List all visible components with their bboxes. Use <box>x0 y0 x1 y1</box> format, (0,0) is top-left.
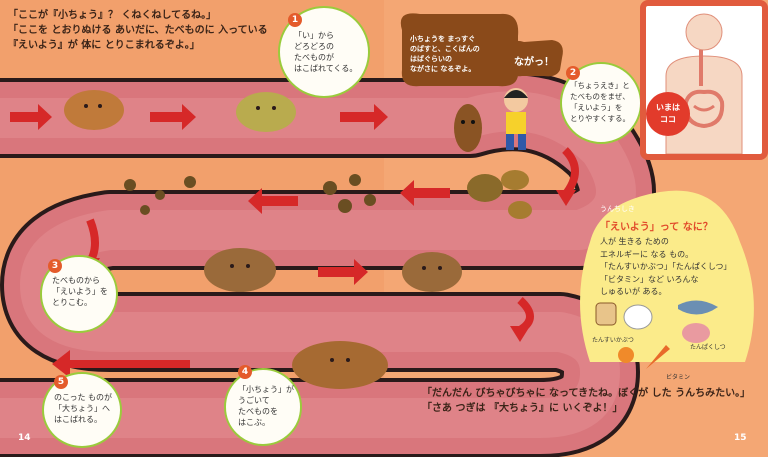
step-1-number: 1 <box>288 13 302 27</box>
arrow-down-icon <box>556 190 576 206</box>
food-blob-3 <box>467 174 503 202</box>
arrow-left-icon <box>400 180 450 206</box>
carrot-icon <box>646 345 670 369</box>
step-4-bubble: 「小ちょう」が うごいて たべものを はこぶ。 <box>224 368 302 446</box>
boy-character <box>504 88 528 150</box>
intro-line-1: 「ここが『小ちょう』？ くねくねしてるね。」 <box>8 10 217 21</box>
food-label-protein: たんぱくしつ <box>690 344 726 351</box>
bottom-dialogue: 「だんだん びちゃびちゃに なってきたね。ぼくが した うんちみたい。」 「さあ… <box>422 388 751 414</box>
bread-icon <box>595 302 617 326</box>
fish-icon <box>678 300 718 315</box>
info-body: 人が 生きる ための エネルギーに なる もの。 「たんすいかぶつ」「たんぱくし… <box>600 237 732 296</box>
food-blob-6 <box>292 341 388 389</box>
body-outline-icon <box>665 13 743 155</box>
food-blob-1 <box>64 90 124 130</box>
step-5-number: 5 <box>54 375 68 389</box>
arrow-right-icon <box>340 104 388 130</box>
food-blob-5 <box>402 252 462 292</box>
orange-icon <box>618 347 634 363</box>
arrow-right-icon <box>318 259 368 285</box>
food-illustrations <box>595 300 718 369</box>
arrow-right-icon <box>150 104 196 130</box>
step-2-number: 2 <box>566 66 580 80</box>
info-tag: うんちしき <box>600 205 635 213</box>
arrow-down-icon <box>510 326 530 342</box>
you-are-here-badge: いまは ココ <box>646 92 690 136</box>
food-label-vitamin: ビタミン <box>666 374 691 381</box>
page-number-right: 15 <box>734 433 747 443</box>
poop-character <box>454 104 482 152</box>
step-4-number: 4 <box>238 365 252 379</box>
step-3-number: 3 <box>48 259 62 273</box>
arrow-left-icon <box>52 350 190 378</box>
arrow-left-icon <box>248 188 298 214</box>
boy-speech-text: ながっ！ <box>514 57 554 68</box>
food-blob-2 <box>236 92 296 132</box>
arrow-right-icon <box>10 104 52 130</box>
flow-arrows <box>10 104 579 378</box>
poop-speech-text: 小ちょうを まっすぐ のばすと、こくばんの はばぐらいの ながさに なるぞよ。 <box>410 35 480 73</box>
food-label-carbs: たんすいかぶつ <box>592 337 634 344</box>
speech-bubble-poop <box>400 13 519 87</box>
intro-line-2: 「ここを とおりぬける あいだに、たべものに 入っている <box>8 25 268 36</box>
body-inset: いまは ココ <box>640 0 768 160</box>
speech-bubble-boy <box>508 40 563 77</box>
intro-line-3: 『えいよう』が 体に とりこまれるぞよ。」 <box>8 40 200 51</box>
food-blobs <box>64 90 532 389</box>
step-2-bubble: 「ちょうえき」と たべものをまぜ、 「えいよう」を とりやすくする。 <box>560 62 642 144</box>
intro-dialogue: 「ここが『小ちょう』？ くねくねしてるね。」 「ここを とおりぬける あいだに、… <box>8 8 308 53</box>
rice-icon <box>623 304 653 330</box>
step-1-bubble: 「い」から どろどろの たべものが はこばれてくる。 <box>278 6 370 98</box>
step-5-bubble: のこった ものが 「大ちょう」へ はこばれる。 <box>42 372 122 448</box>
meat-icon <box>682 323 710 343</box>
food-blob-4 <box>204 248 276 292</box>
info-panel-shape <box>580 190 754 362</box>
info-title: 「えいよう」って なに？ <box>600 222 713 233</box>
page-number-left: 14 <box>18 433 31 443</box>
